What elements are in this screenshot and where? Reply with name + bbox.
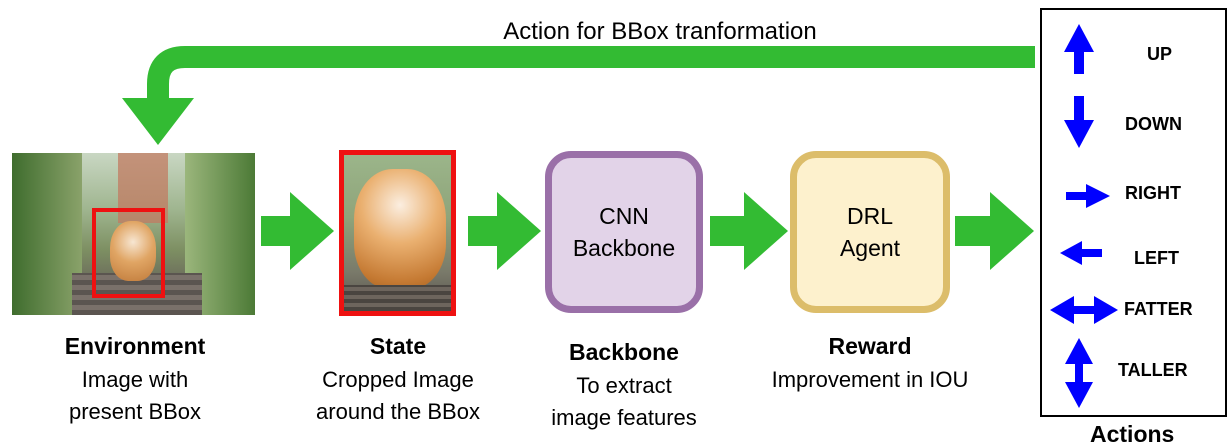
arrow-vertical-double-icon (1065, 338, 1093, 408)
flow-arrow-env-state (261, 192, 334, 270)
action-label-taller: TALLER (1118, 360, 1188, 380)
action-label-left: LEFT (1134, 248, 1179, 268)
environment-line1: Image with (81, 367, 189, 392)
arrow-left-icon (1060, 241, 1102, 265)
action-label-fatter: FATTER (1124, 299, 1193, 319)
action-label-right: RIGHT (1125, 183, 1181, 203)
arrow-down-icon (1064, 96, 1094, 148)
flow-arrow-agent-actions (955, 192, 1034, 270)
environment-title: Environment (64, 333, 206, 359)
bbox-overlay (92, 208, 165, 298)
feedback-arrow-head (122, 98, 194, 145)
backbone-caption: Backbone To extract image features (524, 339, 724, 434)
backbone-title: Backbone (569, 339, 679, 365)
reward-line1: Improvement in IOU (771, 367, 969, 392)
environment-line2: present BBox (68, 399, 202, 424)
actions-title: Actions (1090, 421, 1175, 447)
environment-image (12, 153, 255, 315)
actions-panel (1040, 8, 1227, 417)
state-image (339, 150, 456, 316)
cnn-box-line2: Backbone (572, 235, 676, 261)
feedback-label: Action for BBox tranformation (503, 18, 817, 45)
state-caption: State Cropped Image around the BBox (283, 333, 513, 428)
backbone-line1: To extract (576, 373, 672, 398)
drl-box-line2: Agent (839, 235, 901, 261)
state-line2: around the BBox (316, 399, 480, 424)
reward-title: Reward (828, 333, 912, 359)
cnn-box-line1: CNN (599, 203, 649, 229)
environment-caption: Environment Image with present BBox (30, 333, 240, 428)
dog-figure (110, 221, 156, 281)
arrow-right-icon (1066, 184, 1110, 208)
state-line1: Cropped Image (322, 367, 474, 392)
flow-arrow-backbone-agent (710, 192, 788, 270)
reward-caption: Reward Improvement in IOU (735, 333, 1005, 396)
flow-arrow-state-backbone (468, 192, 541, 270)
backbone-line2: image features (551, 405, 697, 430)
drl-box-line1: DRL (846, 203, 893, 229)
state-title: State (369, 333, 427, 359)
cnn-backbone-box (545, 151, 703, 313)
arrow-up-icon (1064, 24, 1094, 74)
arrow-horizontal-double-icon (1050, 296, 1118, 324)
drl-agent-box (790, 151, 950, 313)
action-label-up: UP (1147, 44, 1173, 64)
action-label-down: DOWN (1125, 114, 1182, 134)
feedback-arrow (147, 46, 1035, 100)
